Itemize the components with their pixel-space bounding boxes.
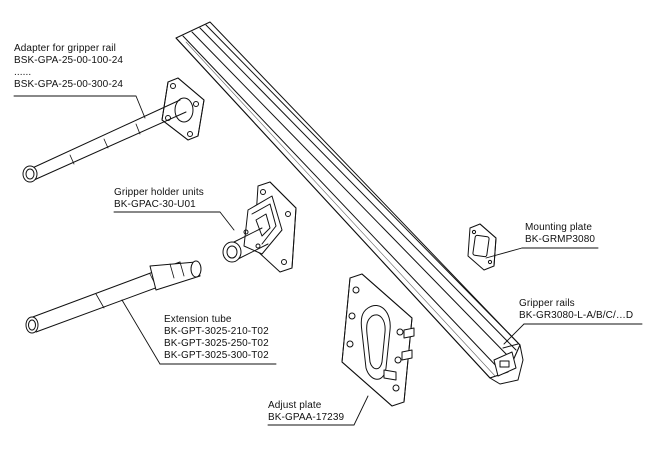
leader-extension-tick — [121, 299, 161, 365]
label-rails: Gripper rails BK-GR3080-L-A/B/C/…D — [519, 298, 633, 322]
adapter-part — [22, 77, 205, 183]
rails-title: Gripper rails — [519, 298, 575, 309]
extension-code-2: BK-GPT-3025-250-T02 — [164, 338, 269, 349]
adapter-ellipsis: ...... — [14, 67, 32, 78]
adjust-title: Adjust plate — [268, 400, 322, 411]
label-extension: Extension tube BK-GPT-3025-210-T02 BK-GP… — [164, 314, 269, 362]
label-mounting: Mounting plate BK-GRMP3080 — [525, 222, 595, 246]
rails-code: BK-GR3080-L-A/B/C/…D — [519, 310, 634, 321]
gripper-holder-part — [222, 181, 297, 273]
leader-rails-tick — [503, 323, 525, 345]
leader-mounting-tick — [485, 247, 523, 259]
adapter-code-2: BSK-GPA-25-00-300-24 — [14, 79, 124, 90]
adjust-plate-part — [341, 273, 415, 407]
adapter-title: Adapter for gripper rail — [14, 43, 116, 54]
adapter-code-1: BSK-GPA-25-00-100-24 — [14, 55, 124, 66]
leader-adjust — [267, 395, 369, 426]
label-holder: Gripper holder units BK-GPAC-30-U01 — [114, 187, 204, 211]
extension-title: Extension tube — [164, 314, 232, 325]
mounting-plate-part — [467, 223, 497, 271]
adjust-code: BK-GPAA-17239 — [268, 412, 345, 423]
leader-holder — [113, 211, 235, 231]
label-adjust: Adjust plate BK-GPAA-17239 — [268, 400, 344, 424]
gripper-rail-part — [175, 21, 524, 385]
holder-title: Gripper holder units — [114, 187, 204, 198]
mounting-code: BK-GRMP3080 — [525, 234, 596, 245]
holder-code: BK-GPAC-30-U01 — [114, 199, 196, 210]
extension-code-3: BK-GPT-3025-300-T02 — [164, 350, 269, 361]
mounting-title: Mounting plate — [525, 222, 593, 233]
leader-adapter — [13, 95, 146, 119]
label-adapter: Adapter for gripper rail BSK-GPA-25-00-1… — [14, 43, 123, 91]
extension-tube-part — [25, 260, 202, 334]
extension-code-1: BK-GPT-3025-210-T02 — [164, 326, 269, 337]
